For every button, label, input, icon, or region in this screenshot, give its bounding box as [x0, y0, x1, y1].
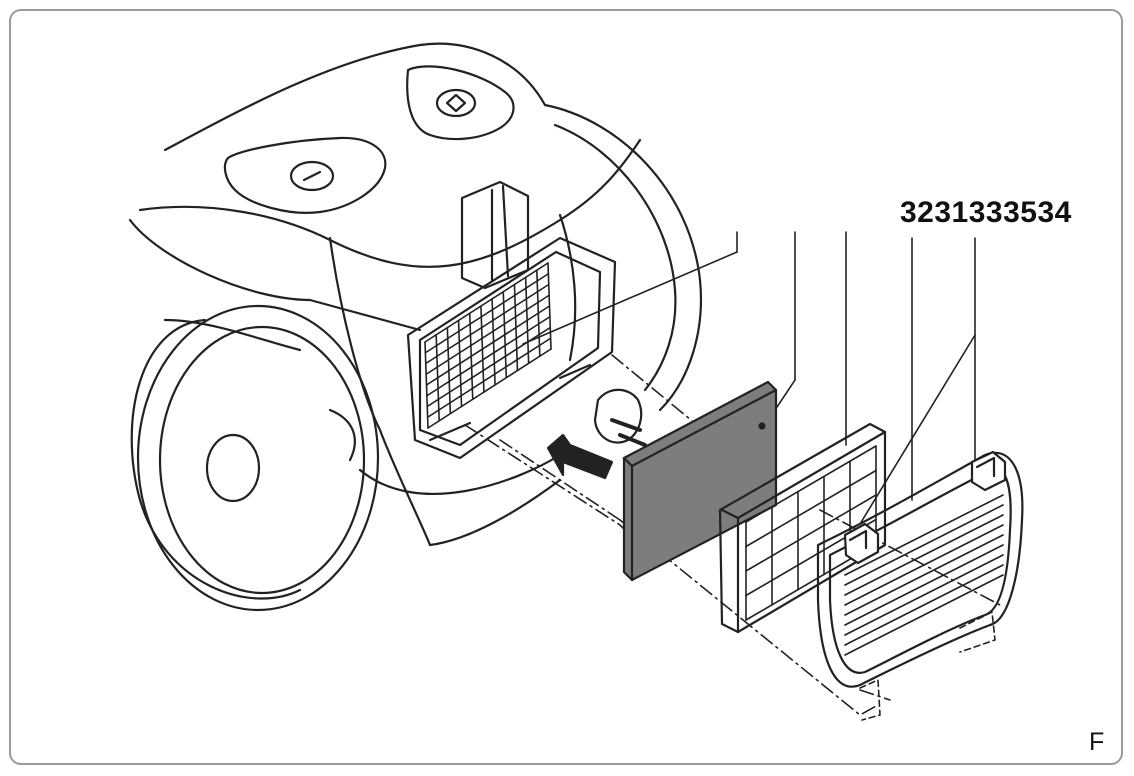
filter-callout-33: 33 — [968, 196, 1004, 229]
power-switch-glyph — [302, 170, 322, 182]
filter-callout-32: 32 — [900, 196, 935, 229]
carry-handle — [460, 180, 530, 290]
intake-grille — [424, 262, 552, 429]
callout-labels: 3231333534 — [900, 196, 1072, 230]
filter-callout-31: 31 — [934, 196, 969, 229]
power-button — [223, 136, 387, 214]
rear-wheel — [130, 304, 380, 612]
filter-pad — [622, 380, 778, 582]
filter-compartment — [406, 236, 617, 460]
insert-direction-arrow-icon — [546, 433, 614, 480]
cord-rewind-glyph — [445, 93, 467, 113]
wheel-hub — [205, 433, 261, 503]
figure-letter: F — [1089, 728, 1105, 756]
vacuum-body — [128, 42, 703, 547]
hepa-filter — [718, 422, 887, 634]
grille-cover — [816, 450, 1024, 721]
cord-rewind-icon — [435, 88, 477, 118]
filter-callout-35: 35 — [1003, 196, 1038, 229]
cord-rewind-button — [406, 65, 515, 141]
power-switch-icon — [289, 160, 335, 192]
power-plug-icon — [593, 388, 647, 447]
filter-callout-34: 34 — [1037, 196, 1072, 229]
